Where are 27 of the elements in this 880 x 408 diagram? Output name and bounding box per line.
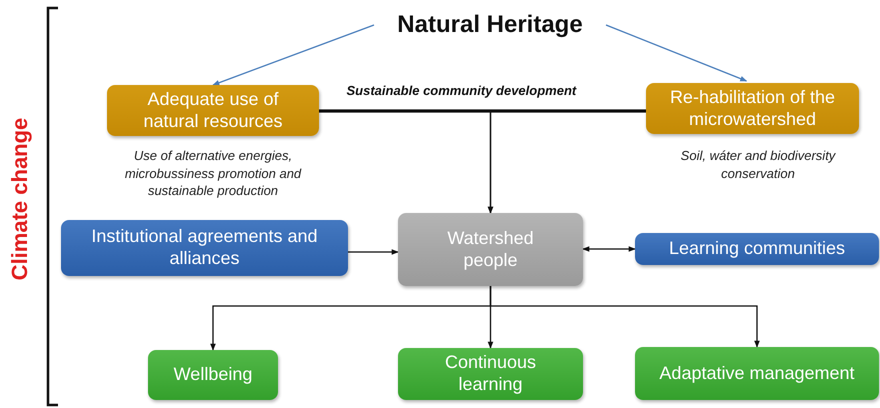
process-box [61, 220, 348, 276]
node-text: Adequate use of natural resources [142, 88, 284, 132]
node-text: Natural Heritage [397, 10, 583, 40]
side-label: Climate change [7, 116, 33, 282]
node-text: Adaptative management [659, 362, 855, 384]
process-box [646, 83, 859, 134]
node-caption: Soil, wáter and biodiversity conservation [680, 147, 837, 182]
process-box [635, 233, 879, 265]
node-caption: Use of alternative energies, microbussiness promotion and sustainable production [124, 147, 302, 200]
node-text: Re-habilitation of the microwatershed [668, 86, 836, 130]
node-text: Institutional agreements and alliances [90, 226, 319, 270]
arrow [606, 24, 748, 82]
process-box [107, 85, 319, 136]
process-box [398, 213, 583, 286]
process-box [635, 347, 879, 400]
arrow [582, 246, 636, 252]
process-box [398, 348, 583, 400]
edge-label: Sustainable community development [344, 83, 578, 98]
node-text: Learning communities [668, 238, 846, 260]
node-text: Watershed people [446, 228, 535, 272]
node-text: Continuous learning [444, 352, 538, 396]
process-box [148, 350, 278, 400]
node-text: Wellbeing [174, 364, 252, 386]
arrow [212, 24, 374, 86]
arrow [348, 249, 399, 255]
connector-line [319, 109, 646, 113]
arrow [490, 286, 760, 348]
